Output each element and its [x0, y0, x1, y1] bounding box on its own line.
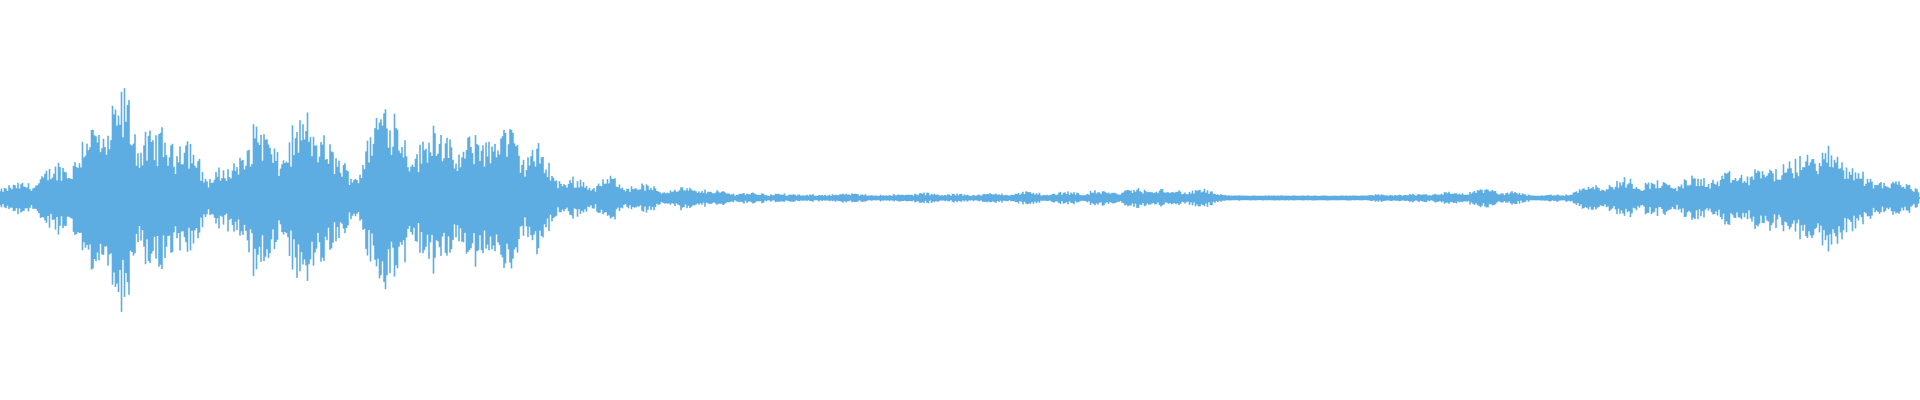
waveform-path [0, 88, 1920, 312]
waveform-bars [0, 88, 1920, 312]
